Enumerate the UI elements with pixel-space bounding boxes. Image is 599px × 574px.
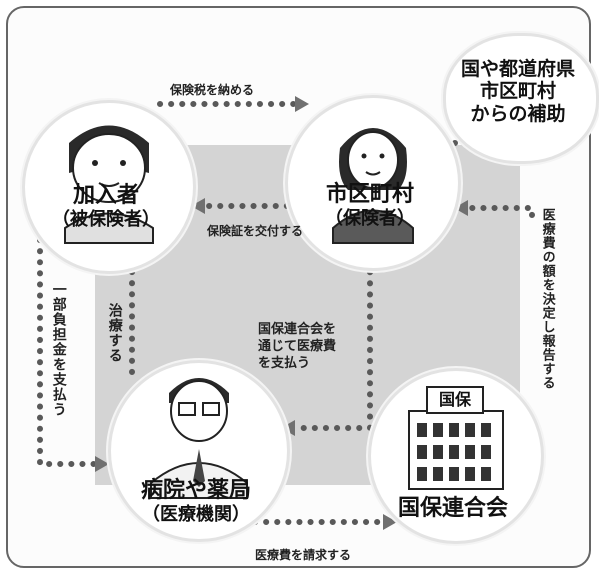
arrow-claim-head [383, 514, 397, 530]
arrow-report-dots [465, 205, 535, 218]
insured-role: （被保険者） [52, 208, 160, 230]
subsidy-line-2: 市区町村 [479, 80, 556, 103]
building-illustration [408, 410, 504, 490]
insured-person-illustration [64, 125, 154, 244]
subsidy-node [443, 33, 599, 164]
insured-name: 加入者 [72, 183, 139, 208]
reimburse-line-3: を支払う [258, 355, 311, 371]
municipality-role: （保険者） [325, 207, 415, 229]
claim-label: 医療費を請求する [255, 548, 352, 562]
arrow-reimburse-head [281, 420, 295, 436]
arrow-pay-tax-head [295, 96, 309, 112]
arrow-copay-head [95, 456, 109, 472]
reimburse-line-1: 国保連合会を [258, 322, 337, 337]
treatment-label: 治療する [106, 303, 123, 363]
arrow-reimburse-dots [292, 247, 373, 431]
reimburse-line-2: 通じて医療費 [258, 338, 337, 354]
pay-tax-label: 保険税を納める [170, 83, 255, 97]
hospital-name: 病院や薬局 [140, 478, 251, 503]
reimburse-label: 国保連合会を 通じて医療費 を支払う [258, 322, 336, 373]
insured-label: 加入者 （被保険者） [40, 183, 172, 230]
doctor-illustration [150, 378, 248, 499]
subsidy-line-3: からの補助 [470, 102, 566, 125]
insured-node [22, 100, 196, 274]
federation-label: 国保連合会 [385, 496, 521, 522]
copay-label: 一部負担金を支払う [50, 282, 67, 417]
arrow-copay-dots [37, 237, 98, 467]
subsidy-line-1: 国や都道府県 [460, 58, 575, 80]
hospital-label: 病院や薬局 （医療機関） [112, 478, 280, 525]
arrow-report-head [454, 200, 468, 216]
municipality-staff-illustration [332, 128, 414, 244]
municipality-node [285, 95, 461, 271]
issue-card-label: 保険証を交付する [207, 224, 304, 238]
report-label: 医療費の額を決定し報告する [539, 208, 555, 390]
municipality-label: 市区町村 （保険者） [300, 182, 440, 229]
hospital-role: （医療機関） [142, 503, 250, 525]
federation-name: 国保連合会 [397, 496, 508, 521]
subsidy-label: 国や都道府県 市区町村 からの補助 [448, 58, 588, 125]
arrow-issue-card-head [191, 198, 205, 214]
federation-sign: 国保 [426, 386, 484, 414]
hospital-node [108, 360, 290, 542]
municipality-name: 市区町村 [325, 182, 414, 207]
